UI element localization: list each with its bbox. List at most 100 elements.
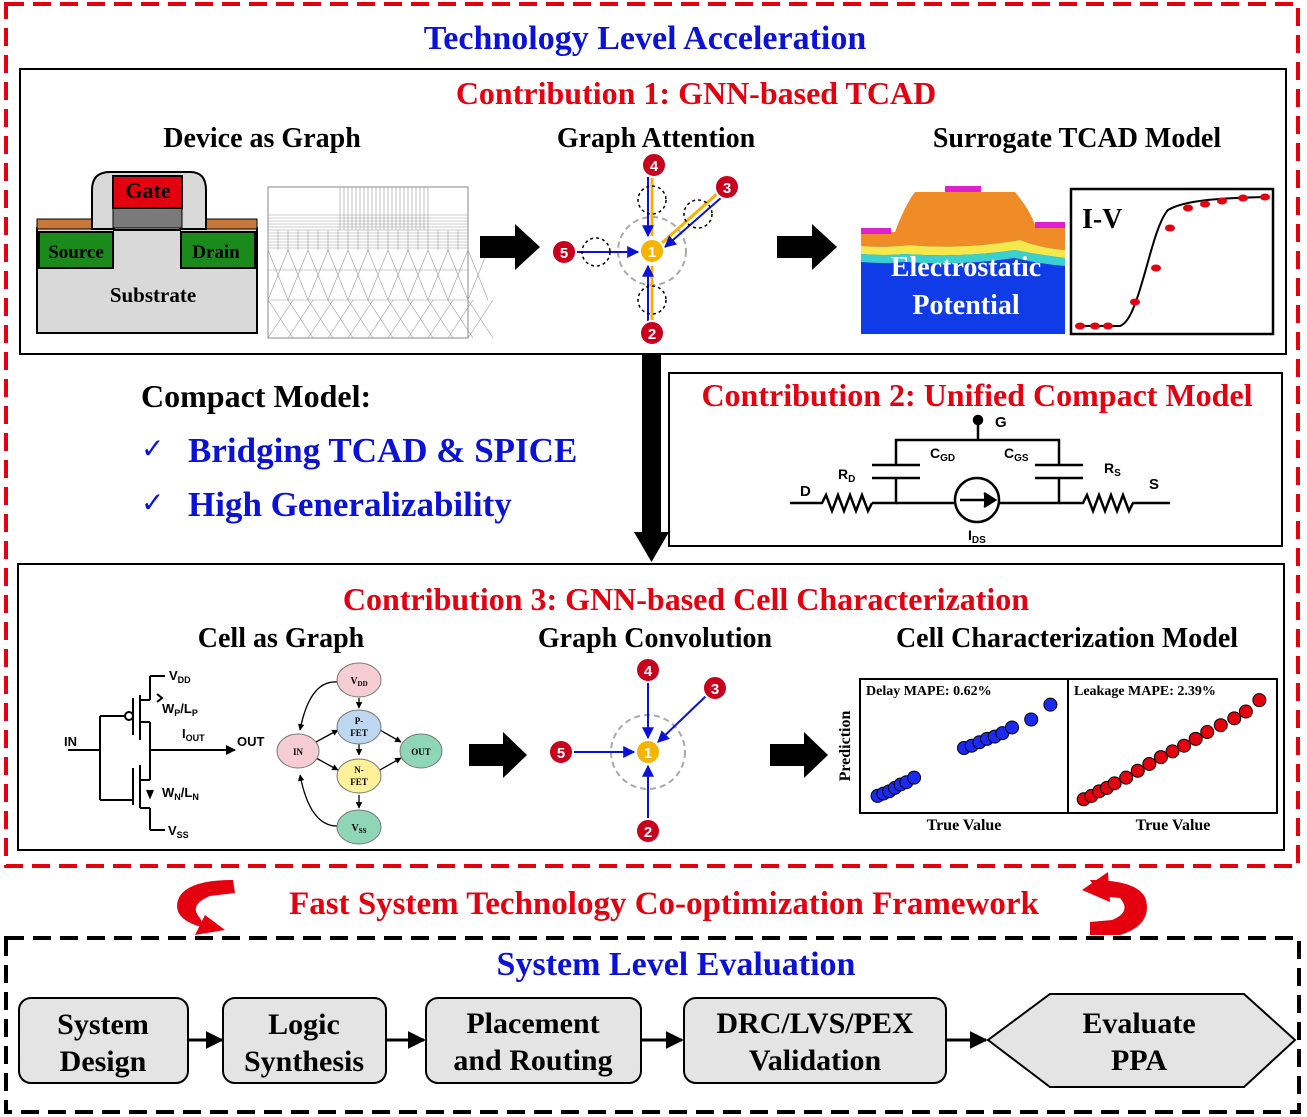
transistor-cross-section: Gate Source Drain Substrate (36, 171, 258, 334)
arrow-mesh-to-graph (480, 224, 540, 270)
delay-scatter-plot: Delay MAPE: 0.62% (859, 678, 1069, 814)
drain-label: Drain (192, 242, 240, 263)
gc-node-1-label: 1 (644, 745, 652, 762)
flow-step-placement-routing: Placement and Routing (425, 997, 642, 1084)
scatter-point (1165, 744, 1180, 759)
cm-s-label: S (1149, 476, 1159, 493)
cg-in-label: IN (293, 747, 304, 757)
cg-vss-label: VSS (351, 823, 366, 835)
cm-d-label: D (800, 483, 811, 500)
gc-node-3-label: 3 (711, 681, 719, 698)
prediction-axis-label: Prediction (837, 711, 854, 782)
arrow-conv-to-model (770, 732, 828, 778)
cg-n-label: N- (354, 765, 364, 775)
scatter-point (1238, 704, 1253, 719)
cm-g-label: G (995, 414, 1007, 431)
gc-node-4-label: 4 (644, 663, 653, 680)
surrogate-tcad-label: Surrogate TCAD Model (933, 123, 1222, 154)
compact-model-circuit (790, 414, 1170, 524)
step-2-line-2: Synthesis (244, 1045, 364, 1078)
inv-wp-label: WP/LP (162, 701, 198, 718)
inv-vdd-label: VDD (169, 668, 191, 685)
step-1-line-2: Design (60, 1045, 147, 1078)
flow-step-drc-validation: DRC/LVS/PEX Validation (683, 997, 947, 1084)
scatter-point (1213, 718, 1228, 733)
inverter-schematic (68, 675, 236, 831)
cell-graph (297, 681, 402, 827)
iv-label: I-V (1082, 204, 1122, 235)
graph-attention-label: Graph Attention (557, 123, 756, 154)
flow-step-evaluate-ppa: Evaluate PPA (986, 993, 1297, 1088)
check-icon: ✓ (141, 433, 164, 464)
contribution-3-title: Contribution 3: GNN-based Cell Character… (343, 581, 1029, 617)
bridging-text: Bridging TCAD & SPICE (188, 431, 577, 470)
step-5-line-2: PPA (1111, 1044, 1167, 1077)
device-mesh (267, 186, 494, 339)
iv-curve-plot: I-V (1069, 187, 1275, 336)
scatter-point (1024, 712, 1039, 727)
scatter-point (1005, 720, 1019, 735)
system-level-frame (4, 936, 1301, 1114)
generalizability-text: High Generalizability (188, 485, 512, 524)
cg-p-label: P- (355, 716, 364, 726)
right-curved-arrow-head (1082, 872, 1110, 902)
inv-iout-label: IOUT (182, 726, 205, 743)
compact-model-title: Compact Model: (141, 378, 371, 414)
ga-node-5-label: 5 (560, 245, 568, 262)
system-level-title: System Level Evaluation (497, 946, 856, 983)
gate-label: Gate (125, 178, 170, 203)
contribution-3-box (17, 563, 1285, 851)
cell-graph-nodes (276, 662, 443, 845)
step-1-line-1: System (57, 1008, 149, 1041)
ga-node-3-label: 3 (723, 180, 731, 197)
cg-pfet-label: FET (350, 728, 368, 738)
inv-in-label: IN (64, 734, 77, 749)
potential-label: Potential (912, 290, 1020, 321)
arrow-graph-to-surrogate (777, 224, 837, 270)
gc-node-2-label: 2 (644, 824, 652, 841)
contribution-1-title: Contribution 1: GNN-based TCAD (456, 75, 936, 111)
cm-rs-label: RS (1104, 460, 1121, 479)
cm-rd-label: RD (838, 466, 855, 485)
cg-out-label: OUT (411, 747, 431, 757)
arrow-cellgraph-to-conv (469, 732, 527, 778)
step-3-line-2: and Routing (453, 1044, 612, 1077)
scatter-point (1043, 697, 1058, 712)
technology-level-title: Technology Level Acceleration (424, 20, 867, 57)
scatter-point (1227, 711, 1242, 726)
scatter-point (907, 770, 922, 785)
source-label: Source (48, 242, 104, 263)
contribution-2-title: Contribution 2: Unified Compact Model (701, 377, 1252, 413)
step-3-line-1: Placement (466, 1007, 599, 1040)
inv-wn-label: WN/LN (162, 785, 199, 802)
electrostatic-potential-map: Electrostatic Potential (861, 186, 1065, 334)
true-value-label-2: True Value (1136, 817, 1211, 834)
left-curved-arrow-head (195, 915, 225, 935)
vertical-arrow-head (634, 532, 669, 562)
cg-nfet-label: FET (350, 777, 368, 787)
step-4-line-1: DRC/LVS/PEX (716, 1007, 914, 1040)
device-as-graph-label: Device as Graph (163, 123, 361, 154)
cell-as-graph-label: Cell as Graph (198, 623, 365, 654)
ga-node-1-label: 1 (648, 244, 656, 261)
scatter-point (1142, 756, 1157, 771)
flow-step-system-design: System Design (18, 997, 189, 1084)
contribution-2-box (668, 372, 1283, 547)
graph-convolution-label: Graph Convolution (538, 623, 773, 654)
cm-cgs-label: CGS (1004, 445, 1029, 464)
cm-ids-label: IDS (968, 527, 986, 546)
ga-node-2-label: 2 (648, 326, 656, 343)
framework-title: Fast System Technology Co-optimization F… (289, 886, 1039, 922)
electrostatic-label: Electrostatic (891, 252, 1041, 283)
inv-vss-label: VSS (168, 823, 189, 840)
ga-node-4-label: 4 (650, 158, 659, 175)
step-2-line-1: Logic (268, 1008, 340, 1041)
leakage-mape-label: Leakage MAPE: 2.39% (1074, 684, 1216, 699)
substrate-label: Substrate (110, 283, 196, 307)
cg-vdd-label: VDD (350, 676, 367, 688)
cm-cgd-label: CGD (930, 445, 955, 464)
scatter-point (1252, 693, 1267, 708)
scatter-point (1119, 770, 1134, 785)
leakage-scatter-plot: Leakage MAPE: 2.39% (1067, 678, 1278, 814)
scatter-point (1188, 731, 1203, 746)
